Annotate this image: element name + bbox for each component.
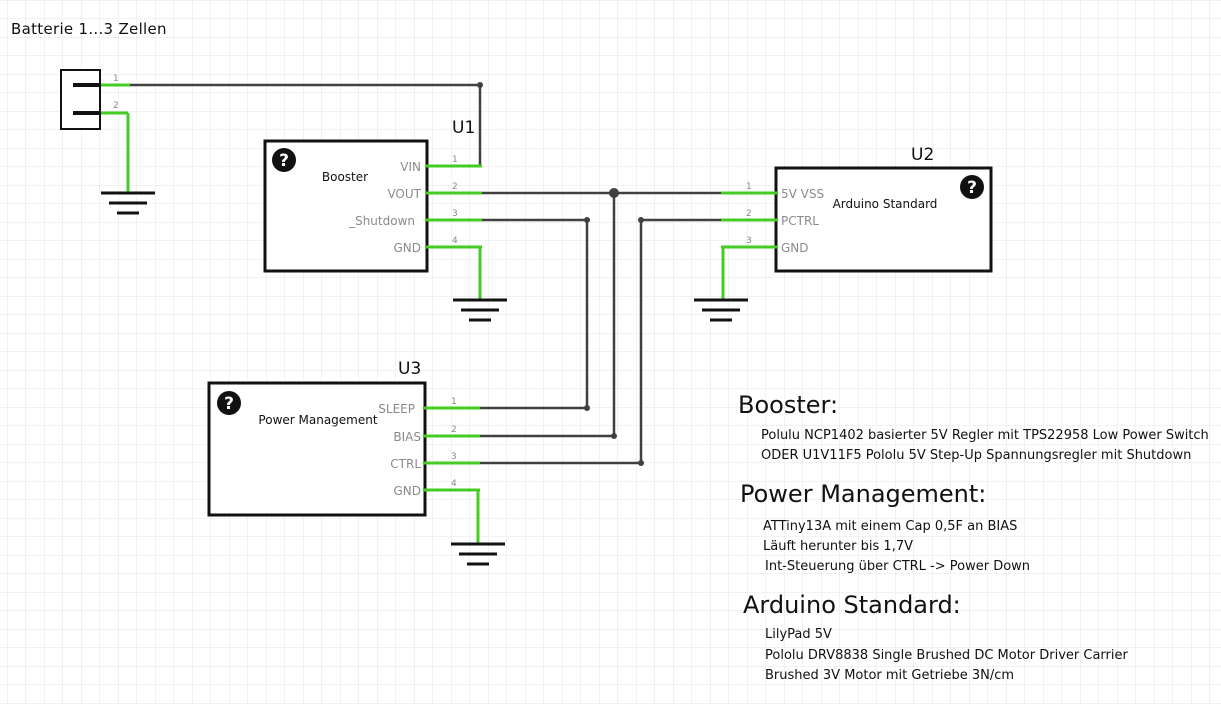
note-line: ODER U1V11F5 Pololu 5V Step-Up Spannungs… [761, 448, 1191, 463]
u2-pin-leads [721, 191, 778, 299]
part-ref-u1: U1 [452, 118, 475, 138]
junction-dot [477, 82, 483, 88]
part-body [774, 166, 993, 273]
note-line: Pololu DRV8838 Single Brushed DC Motor D… [765, 648, 1128, 663]
pin-number: 3 [746, 236, 752, 246]
pin-number: 2 [452, 182, 458, 192]
pin-number: 1 [452, 155, 458, 165]
battery-pin-number: 2 [113, 101, 119, 111]
note-line: Brushed 3V Motor mit Getriebe 3N/cm [765, 668, 1014, 683]
part-u2-arduino[interactable]: U2 ? Arduino Standard 5V VSS PCTRL GND 1… [694, 145, 993, 322]
junction-dot [638, 460, 644, 466]
pin-number: 2 [746, 209, 752, 219]
pin-number: 3 [451, 452, 457, 462]
pin-number: 3 [452, 209, 458, 219]
pin-number: 1 [451, 397, 457, 407]
note-heading-power-management: Power Management: [740, 480, 986, 508]
junction-dot [609, 188, 619, 198]
pin-label-vout: VOUT [387, 187, 421, 201]
svg-text:?: ? [967, 178, 977, 198]
connector-pin-bar [73, 83, 101, 87]
pin-number: 4 [452, 236, 458, 246]
part-name: Booster [322, 170, 368, 184]
connector-pin-bar [73, 111, 101, 115]
question-mark-icon: ? [217, 391, 241, 415]
pin-label-ctrl: CTRL [390, 457, 421, 471]
pin-number: 4 [451, 479, 457, 489]
pin-label-pctrl: PCTRL [781, 214, 819, 228]
svg-text:?: ? [224, 394, 234, 414]
ground-symbol-icon [101, 191, 155, 215]
part-u3-power-management[interactable]: U3 ? Power Management SLEEP BIAS CTRL GN… [207, 359, 505, 566]
ground-symbol-icon [451, 542, 505, 566]
pin-label-vin: VIN [400, 160, 421, 174]
note-line: LilyPad 5V [765, 627, 832, 642]
part-u1-booster[interactable]: U1 ? Booster VIN VOUT _Shutdown GND 1 2 … [263, 118, 507, 322]
junction-dot [584, 405, 590, 411]
question-mark-icon: ? [272, 148, 296, 172]
junction-dot [584, 217, 590, 223]
part-ref-u3: U3 [398, 359, 421, 379]
note-line: ATTiny13A mit einem Cap 0,5F an BIAS [763, 519, 1017, 534]
part-ref-u2: U2 [911, 145, 934, 165]
part-name: Power Management [258, 413, 377, 427]
pin-label-shutdown: _Shutdown [348, 214, 415, 228]
svg-text:?: ? [279, 151, 289, 171]
note-line: Läuft herunter bis 1,7V [763, 539, 913, 554]
battery-pin-number: 1 [113, 74, 119, 84]
junction-dot [638, 217, 644, 223]
note-line: Polulu NCP1402 basierter 5V Regler mit T… [761, 428, 1209, 443]
u3-pin-leads [423, 406, 480, 543]
pin-label-gnd: GND [393, 241, 421, 255]
note-line: Int-Steuerung über CTRL -> Power Down [765, 559, 1030, 574]
wire-junctions [477, 82, 644, 466]
battery-connector-body [60, 69, 101, 130]
ground-symbol-icon [694, 298, 748, 322]
battery-title: Batterie 1...3 Zellen [11, 20, 167, 38]
wire-shutdown-sleep [480, 218, 589, 410]
pin-label-sleep: SLEEP [378, 402, 415, 416]
question-mark-icon: ? [960, 175, 984, 199]
part-name: Arduino Standard [833, 197, 938, 211]
wire-pctrl-ctrl [480, 218, 728, 465]
pin-label-bias: BIAS [393, 430, 421, 444]
u1-pin-leads [425, 164, 482, 299]
ground-symbol-icon [453, 298, 507, 322]
pin-number: 1 [746, 182, 752, 192]
note-heading-booster: Booster: [738, 391, 838, 419]
junction-dot [611, 433, 617, 439]
notes-block: Booster: Polulu NCP1402 basierter 5V Reg… [738, 391, 1209, 683]
pin-label-5v-vss: 5V VSS [781, 187, 824, 201]
pin-label-gnd: GND [393, 484, 421, 498]
pin-label-gnd: GND [781, 241, 809, 255]
battery-connector[interactable]: Batterie 1...3 Zellen 1 2 [11, 20, 167, 215]
note-heading-arduino-standard: Arduino Standard: [743, 591, 961, 619]
pin-number: 2 [451, 425, 457, 435]
part-body [207, 381, 427, 517]
